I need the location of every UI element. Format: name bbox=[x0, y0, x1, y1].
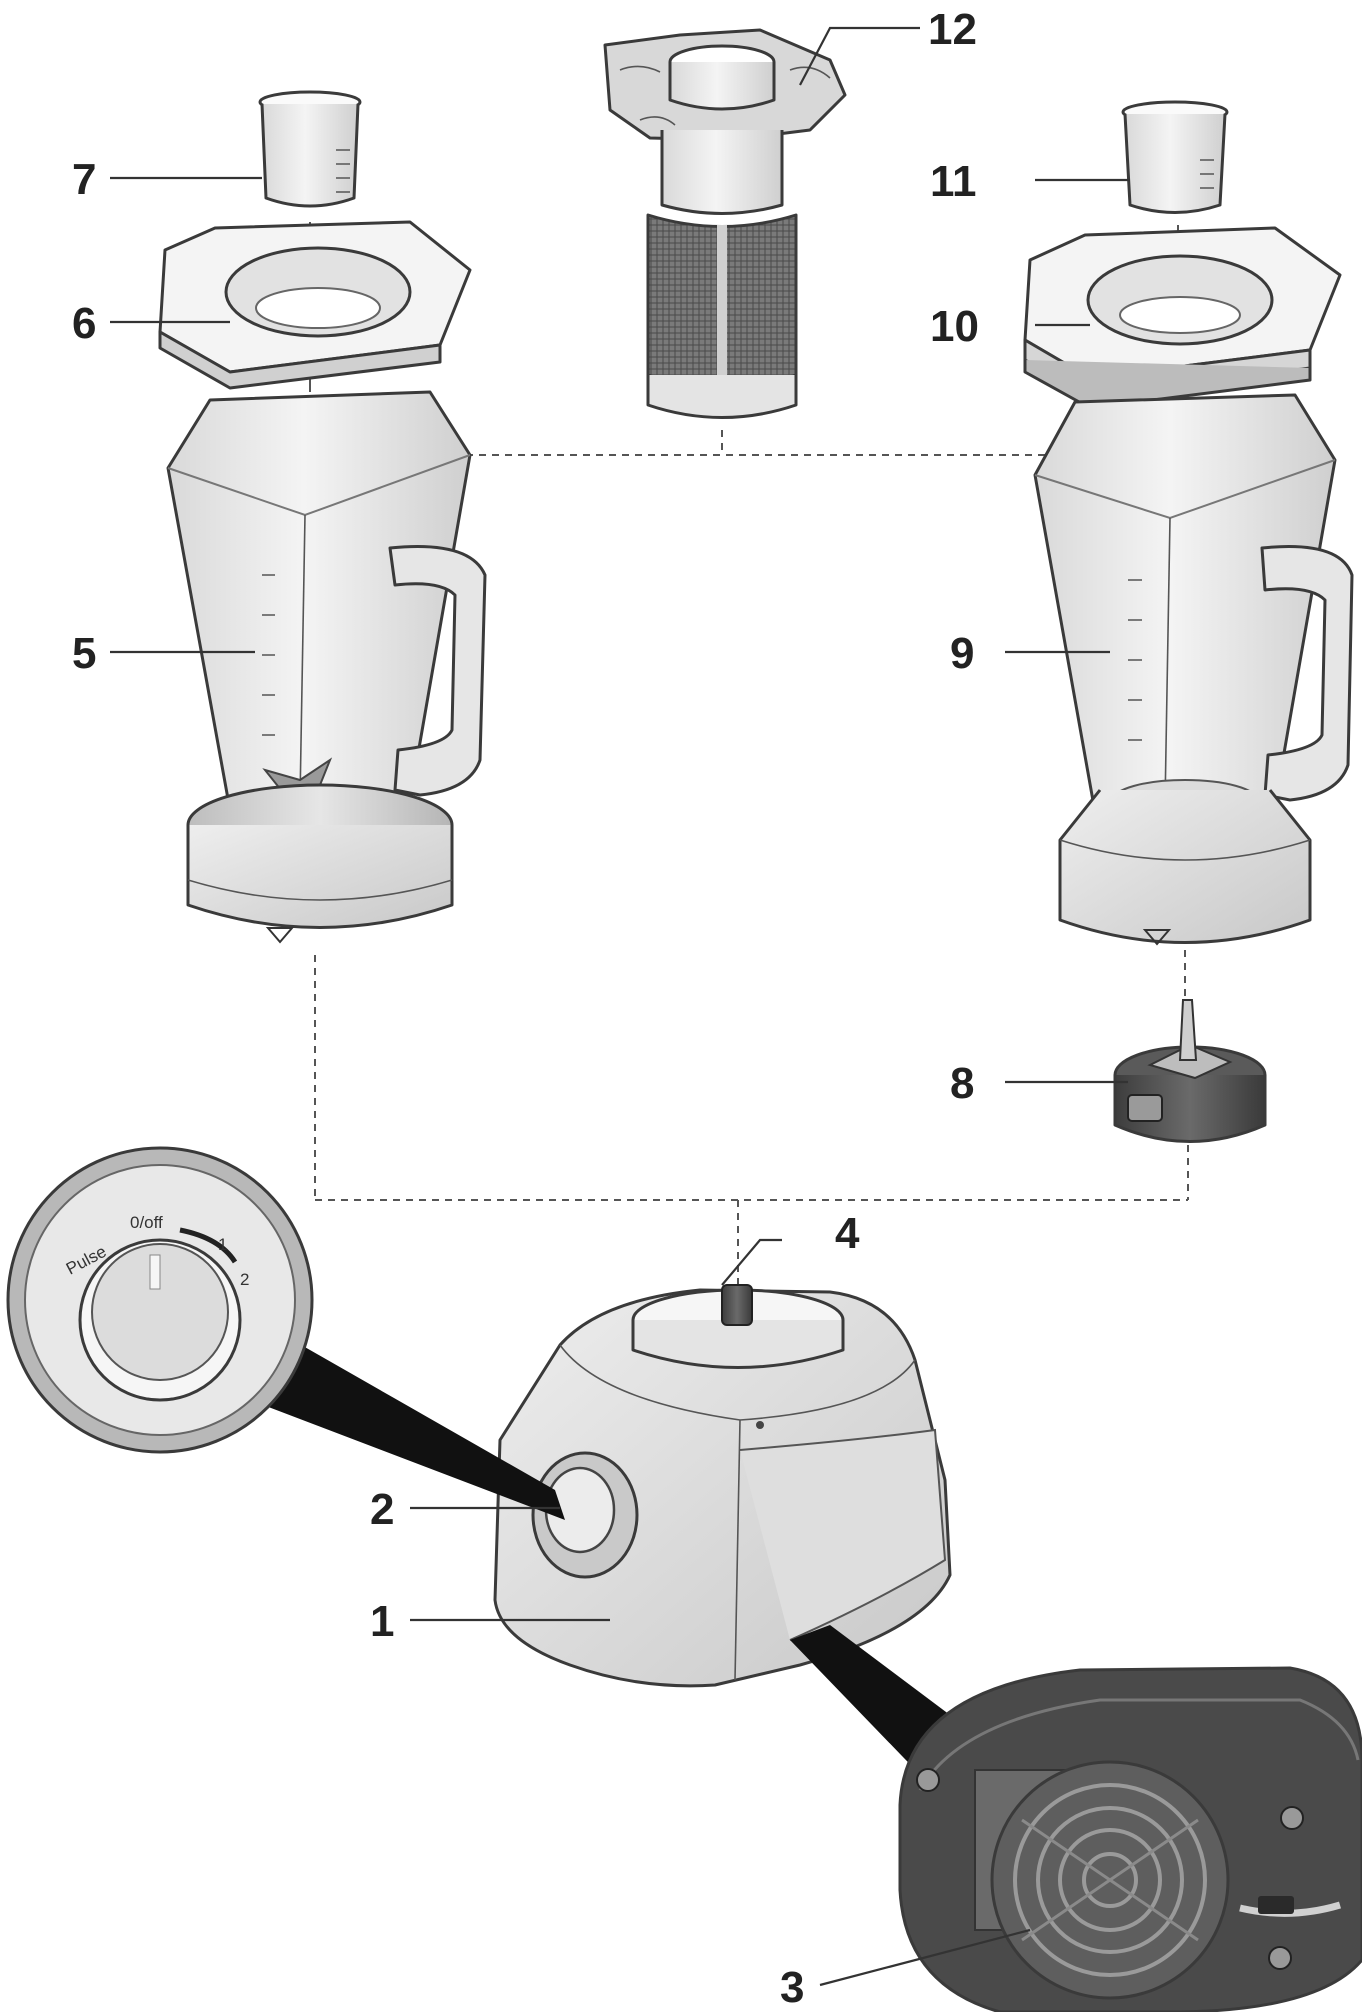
underside-zoom bbox=[790, 1625, 1362, 2012]
filter-insert bbox=[603, 28, 847, 419]
motor-base bbox=[493, 1284, 952, 1688]
callout-12: 12 bbox=[928, 5, 977, 54]
callouts: 7 6 5 12 11 10 9 8 4 2 1 3 bbox=[72, 5, 1130, 2012]
dial-speed-1-label: 1 bbox=[218, 1235, 227, 1254]
callout-6: 6 bbox=[72, 299, 96, 348]
callout-8: 8 bbox=[950, 1059, 974, 1108]
callout-7: 7 bbox=[72, 155, 96, 204]
blender-jug-right bbox=[1033, 393, 1354, 946]
callout-11: 11 bbox=[930, 157, 977, 206]
dial-speed-2-label: 2 bbox=[240, 1270, 249, 1289]
measuring-cup-left bbox=[258, 90, 362, 208]
speed-dial-zoom: 0/off Pulse 1 2 bbox=[6, 1146, 565, 1520]
callout-5: 5 bbox=[72, 629, 96, 678]
dial-off-label: 0/off bbox=[130, 1213, 163, 1232]
callout-10: 10 bbox=[930, 302, 979, 351]
jug-lid-right bbox=[1023, 226, 1342, 410]
blender-jug-left bbox=[166, 390, 487, 944]
callout-2: 2 bbox=[370, 1485, 394, 1534]
callout-1: 1 bbox=[370, 1597, 394, 1646]
jug-lid-left bbox=[158, 220, 472, 390]
callout-3: 3 bbox=[780, 1963, 804, 2012]
callout-9: 9 bbox=[950, 629, 974, 678]
measuring-cup-right bbox=[1121, 100, 1229, 214]
blade-assembly bbox=[1113, 999, 1267, 1143]
callout-4: 4 bbox=[835, 1209, 860, 1258]
